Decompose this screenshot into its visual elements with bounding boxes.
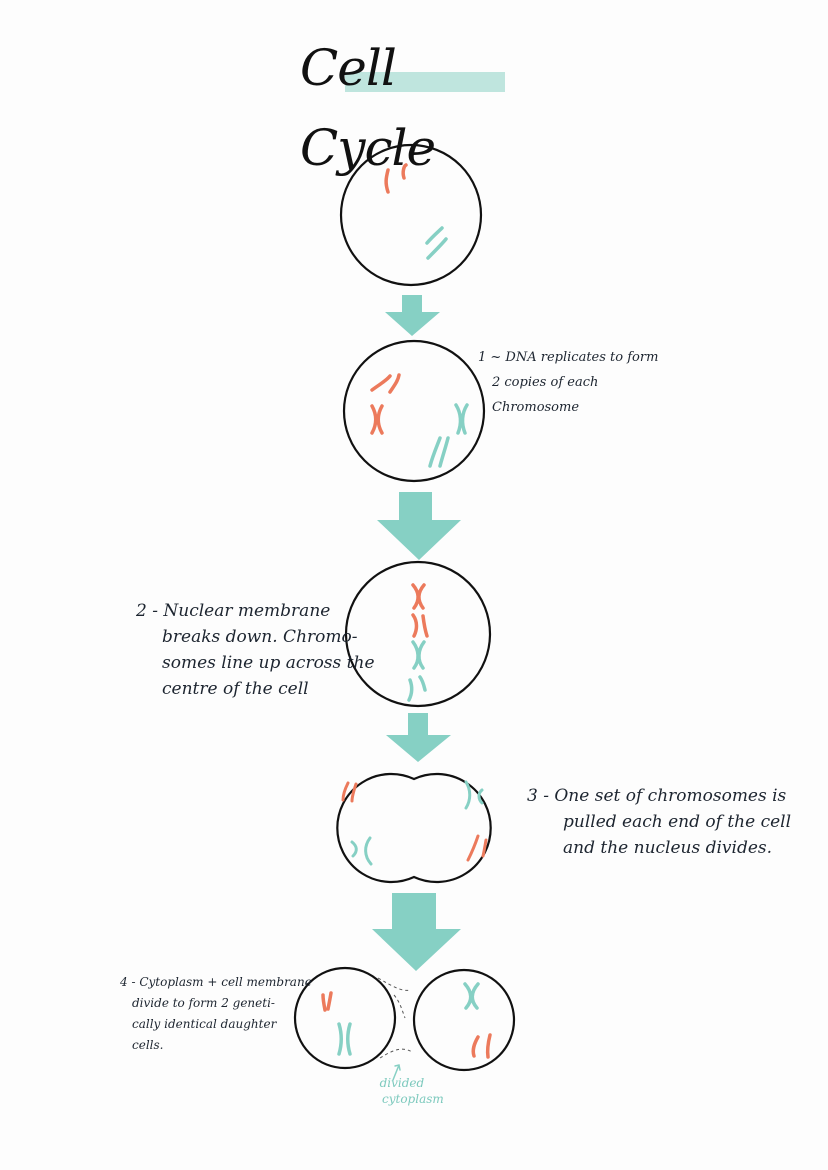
cell-membrane [339,143,483,287]
annotation-line: divided [379,1076,425,1090]
stage-1-label: 1 ~ DNA replicates to form 2 copies of e… [478,345,658,420]
cell-stage-0 [339,143,483,287]
stage-4-line: divide to form 2 geneti- [132,996,275,1010]
chromosome-icon [341,781,488,862]
stage-2-line: 2 - Nuclear membrane [136,601,331,621]
annotation-arrow-icon [392,1064,401,1081]
down-arrow-icon [386,713,451,762]
cell-stage-3 [336,772,492,884]
stage-2-line: somes line up across the [162,653,375,673]
cell-stage-1 [342,339,486,483]
stage-2-line: centre of the cell [162,679,309,699]
chromosome-icon [350,780,484,866]
down-arrow-icon [385,295,440,336]
stage-3-line: and the nucleus divides. [563,838,773,858]
stage-1-line: 1 ~ DNA replicates to form [478,350,659,365]
divided-cytoplasm-label: divided cytoplasm [360,1075,444,1107]
down-arrow-icon [372,893,461,971]
down-arrow-icon [377,492,461,560]
cell-stage-2 [344,560,492,708]
daughter-cell-left [293,966,397,1070]
chromosome-icon [370,373,401,435]
stage-1-line: Chromosome [492,400,580,415]
title-highlight [345,72,505,92]
chromosome-icon [384,163,408,194]
cell-stage-4 [293,966,516,1081]
chromosome-icon [428,403,469,468]
cytoplasm-division-lines [377,977,413,1059]
stage-3-line: 3 - One set of chromosomes is [527,786,787,806]
stage-2-line: breaks down. Chromo- [162,627,358,647]
chromosome-icon [425,226,448,260]
chromosome-icon [407,640,427,702]
daughter-cell-right [412,968,516,1072]
stage-4-line: cally identical daughter [132,1017,277,1031]
stage-4-line: cells. [132,1038,164,1052]
chromosome-icon [411,583,429,638]
stage-3-line: pulled each end of the cell [563,812,792,832]
cell-membrane [336,772,492,884]
cell-membrane [344,560,492,708]
stage-1-line: 2 copies of each [492,375,599,390]
stage-4-label: 4 - Cytoplasm + cell membrane divide to … [120,972,312,1056]
page-title: Cell Cycle [300,39,436,177]
chromosome-icon [321,991,492,1059]
annotation-line: cytoplasm [382,1092,444,1106]
chromosome-icon [337,982,480,1056]
cell-membrane [342,339,486,483]
stage-4-line: 4 - Cytoplasm + cell membrane [120,975,312,989]
stage-3-label: 3 - One set of chromosomes is pulled eac… [527,783,791,861]
stage-2-label: 2 - Nuclear membrane breaks down. Chromo… [136,598,375,702]
